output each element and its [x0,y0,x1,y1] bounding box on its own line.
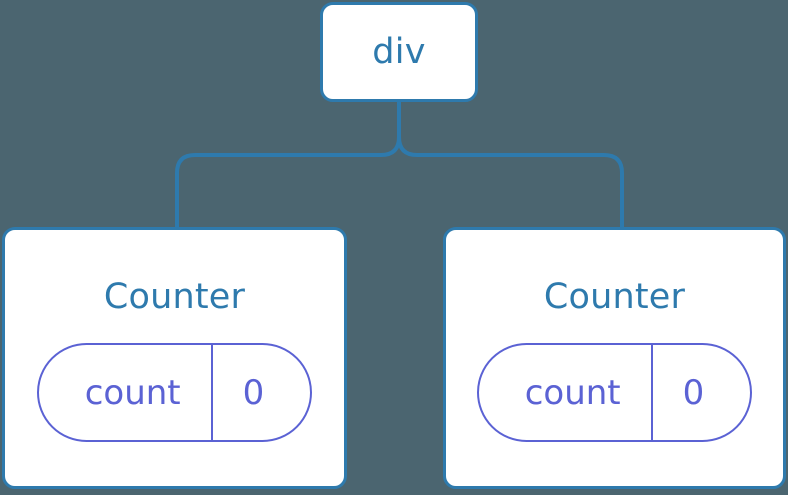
state-value-label: 0 [242,372,265,413]
state-pill-divider [650,345,653,440]
state-pill-count[interactable]: count 0 [476,343,753,442]
node-component-counter-0[interactable]: Counter count 0 [2,227,347,489]
root-node-label: div [372,31,426,72]
edge-root-to-child-0 [175,101,401,229]
state-pill-count[interactable]: count 0 [36,343,313,442]
component-title: Counter [103,277,246,317]
node-root-div[interactable]: div [320,2,478,102]
component-title: Counter [543,277,686,317]
state-key-label: count [84,372,181,413]
node-component-counter-1[interactable]: Counter count 0 [443,227,786,489]
state-value-label: 0 [682,372,705,413]
state-pill-divider [210,345,213,440]
state-key-label: count [524,372,621,413]
edge-root-to-child-1 [397,101,624,229]
